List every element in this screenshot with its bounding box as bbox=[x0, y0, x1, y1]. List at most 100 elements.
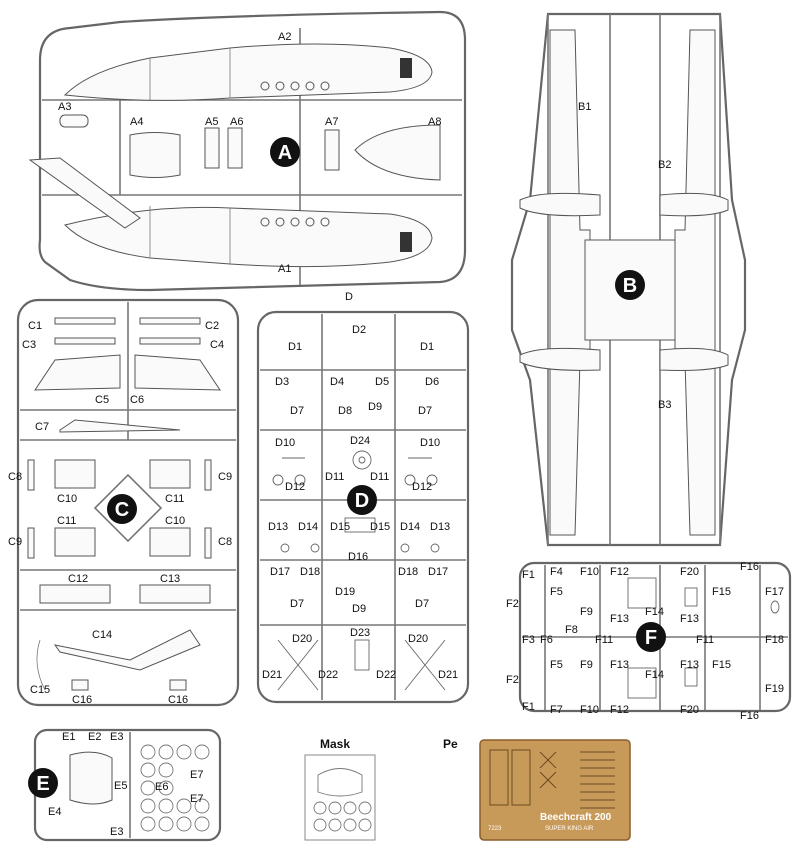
part-a1 bbox=[64, 206, 433, 268]
sprue-c-letter: C bbox=[115, 499, 129, 521]
label-f13-c: F13 bbox=[610, 659, 629, 671]
label-d5: D5 bbox=[375, 376, 389, 388]
label-f13-b: F13 bbox=[680, 613, 699, 625]
pe-title: Pe bbox=[443, 737, 458, 751]
label-c16-b: C16 bbox=[168, 694, 188, 706]
label-c10-b: C10 bbox=[165, 515, 185, 527]
label-c1: C1 bbox=[28, 320, 42, 332]
label-f10-b: F10 bbox=[580, 704, 599, 716]
sprue-e: E1 E2 E3 E4 E5 E6 E7 E7 E3 E bbox=[28, 728, 222, 842]
pe-code: 7223 bbox=[488, 826, 502, 832]
label-d4: D4 bbox=[330, 376, 344, 388]
label-c6: C6 bbox=[130, 394, 144, 406]
label-e1: E1 bbox=[62, 731, 75, 743]
label-d10: D10 bbox=[275, 437, 295, 449]
sprue-a: A2 A3 A4 A5 A6 A7 A8 A1 A bbox=[28, 10, 467, 292]
label-d8: D8 bbox=[338, 405, 352, 417]
label-e4: E4 bbox=[48, 806, 61, 818]
label-f6: F6 bbox=[540, 634, 553, 646]
label-f9: F9 bbox=[580, 606, 593, 618]
pe-fret: Pe Beechcraft 200 SUPER KING AIR 7223 bbox=[443, 737, 631, 841]
label-d23: D23 bbox=[350, 627, 370, 639]
label-e2: E2 bbox=[88, 731, 101, 743]
label-f5: F5 bbox=[550, 586, 563, 598]
label-f15: F15 bbox=[712, 586, 731, 598]
label-d17-b: D17 bbox=[428, 566, 448, 578]
label-d15: D15 bbox=[330, 521, 350, 533]
label-c15: C15 bbox=[30, 684, 50, 696]
label-d21: D21 bbox=[262, 669, 282, 681]
label-e3: E3 bbox=[110, 731, 123, 743]
label-c7: C7 bbox=[35, 421, 49, 433]
sprue-f-badge bbox=[636, 622, 666, 652]
label-c12: C12 bbox=[68, 573, 88, 585]
label-c13: C13 bbox=[160, 573, 180, 585]
label-e5: E5 bbox=[114, 780, 127, 792]
label-f20-b: F20 bbox=[680, 704, 699, 716]
label-f12-b: F12 bbox=[610, 704, 629, 716]
label-c14: C14 bbox=[92, 629, 112, 641]
label-d10-b: D10 bbox=[420, 437, 440, 449]
label-d11-b: D11 bbox=[370, 471, 389, 483]
label-d18-b: D18 bbox=[398, 566, 418, 578]
sprue-c: C1 C2 C3 C4 C5 C6 C7 C8 C9 C10 C11 C11 C… bbox=[8, 298, 240, 707]
label-c3: C3 bbox=[22, 339, 36, 351]
label-d22: D22 bbox=[318, 669, 338, 681]
mask-title: Mask bbox=[320, 737, 350, 751]
label-f15-b: F15 bbox=[712, 659, 731, 671]
label-d24: D24 bbox=[350, 435, 370, 447]
label-a4: A4 bbox=[130, 116, 143, 128]
label-d13: D13 bbox=[268, 521, 288, 533]
label-d16: D16 bbox=[348, 551, 368, 563]
label-c8-b: C8 bbox=[218, 536, 232, 548]
label-f12: F12 bbox=[610, 566, 629, 578]
label-f18: F18 bbox=[765, 634, 784, 646]
mask-sheet: Mask bbox=[304, 737, 376, 841]
label-d22-b: D22 bbox=[376, 669, 396, 681]
pe-model: Beechcraft 200 bbox=[540, 812, 612, 823]
pe-subtitle: SUPER KING AIR bbox=[545, 826, 594, 832]
label-c8: C8 bbox=[8, 471, 22, 483]
label-d20: D20 bbox=[292, 633, 312, 645]
label-f16: F16 bbox=[740, 561, 759, 573]
label-a1: A1 bbox=[278, 263, 291, 275]
label-f3f6: F3 bbox=[522, 634, 535, 646]
label-b3: B3 bbox=[658, 399, 671, 411]
label-a7: A7 bbox=[325, 116, 338, 128]
label-f7: F7 bbox=[550, 704, 563, 716]
label-f2: F2 bbox=[506, 598, 519, 610]
label-a3: A3 bbox=[58, 101, 71, 113]
label-f14: F14 bbox=[645, 606, 664, 618]
label-c11: C11 bbox=[165, 493, 184, 505]
label-d12: D12 bbox=[285, 481, 305, 493]
sprue-f-letter: F bbox=[645, 627, 657, 649]
label-d21-b: D21 bbox=[438, 669, 458, 681]
label-d3: D3 bbox=[275, 376, 289, 388]
label-f2-b: F2 bbox=[506, 674, 519, 686]
label-c5: C5 bbox=[95, 394, 109, 406]
sprue-d-letter: D bbox=[355, 490, 369, 512]
sprue-d: D1 D2 D1 D3 D4 D5 D6 D7 D8 D9 D7 D10 D24… bbox=[256, 310, 470, 704]
sprue-d-badge bbox=[347, 485, 377, 515]
label-d11: D11 bbox=[325, 471, 344, 483]
label-f20: F20 bbox=[680, 566, 699, 578]
label-d1: D1 bbox=[288, 341, 302, 353]
label-d12-b: D12 bbox=[412, 481, 432, 493]
label-f10: F10 bbox=[580, 566, 599, 578]
label-f1-b: F1 bbox=[522, 701, 535, 713]
part-b2 bbox=[674, 29, 716, 536]
label-b1: B1 bbox=[578, 101, 591, 113]
label-f8: F8 bbox=[565, 624, 578, 636]
label-d7-c: D7 bbox=[290, 598, 304, 610]
sprue-a-letter: A bbox=[278, 142, 292, 164]
label-c4: C4 bbox=[210, 339, 224, 351]
sprue-b-letter: B bbox=[623, 275, 637, 297]
label-c10: C10 bbox=[57, 493, 77, 505]
label-f16-b: F16 bbox=[740, 710, 759, 722]
sprue-a-badge bbox=[270, 137, 300, 167]
label-d19: D19 bbox=[335, 586, 355, 598]
label-a5: A5 bbox=[205, 116, 218, 128]
label-d20-b: D20 bbox=[408, 633, 428, 645]
label-d2: D2 bbox=[352, 324, 366, 336]
